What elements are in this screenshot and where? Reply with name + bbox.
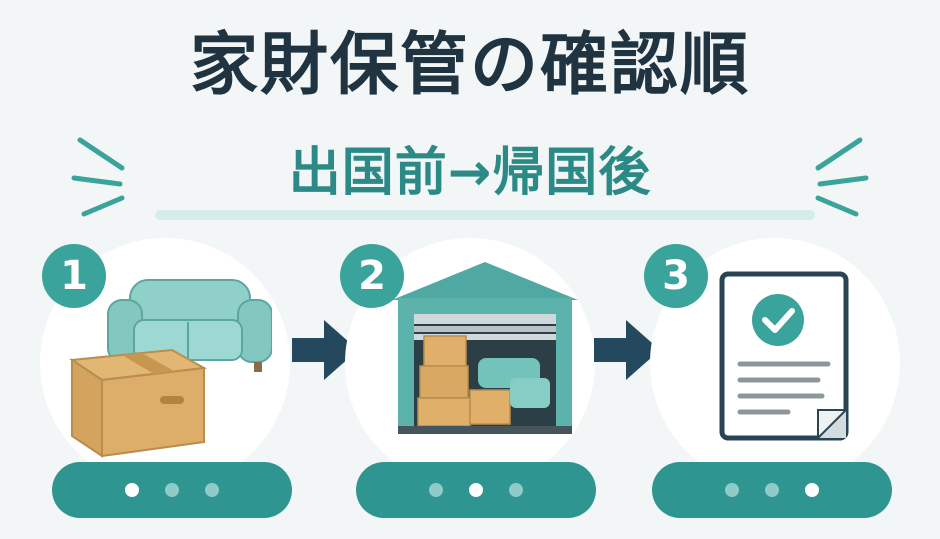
arrow-right-icon <box>594 320 660 380</box>
indicator-dot <box>509 483 523 497</box>
step-3-indicator <box>652 462 892 518</box>
indicator-dot <box>429 483 443 497</box>
step-1-badge: 1 <box>42 244 106 308</box>
sofa-and-box-icon <box>69 279 272 458</box>
indicator-dot <box>805 483 819 497</box>
page-subtitle: 出国前→帰国後 <box>288 143 652 203</box>
indicator-dot <box>765 483 779 497</box>
sparkle-left-icon <box>71 137 125 217</box>
checklist-document-icon <box>719 271 849 441</box>
indicator-dot <box>165 483 179 497</box>
indicator-dot <box>469 483 483 497</box>
step-2-badge: 2 <box>340 244 404 308</box>
indicator-dot <box>205 483 219 497</box>
indicator-dot <box>125 483 139 497</box>
step-2-indicator <box>356 462 596 518</box>
indicator-dot <box>725 483 739 497</box>
subtitle-underline <box>155 210 815 220</box>
step-3-badge: 3 <box>644 244 708 308</box>
storage-unit-icon <box>392 262 578 434</box>
arrow-right-icon <box>292 320 358 380</box>
page-title: 家財保管の確認順 <box>189 26 750 105</box>
step-1-indicator <box>52 462 292 518</box>
sparkle-right-icon <box>815 137 869 217</box>
